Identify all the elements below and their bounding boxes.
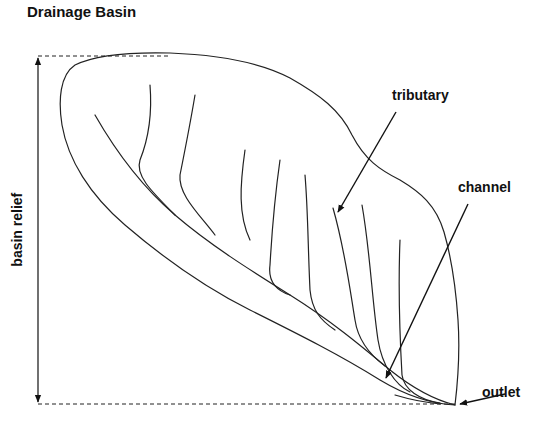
relief-dimension <box>37 58 38 402</box>
outlet-label: outlet <box>482 385 520 400</box>
relief-label: basin relief <box>10 193 25 267</box>
basin-outline <box>60 53 459 405</box>
stream-network <box>95 85 455 405</box>
leader-line <box>338 112 396 212</box>
leader-line <box>386 204 468 378</box>
diagram-title: Drainage Basin <box>27 4 136 21</box>
relief-guides <box>38 56 455 404</box>
tributary-label: tributary <box>392 88 449 103</box>
channel-label: channel <box>458 180 511 195</box>
